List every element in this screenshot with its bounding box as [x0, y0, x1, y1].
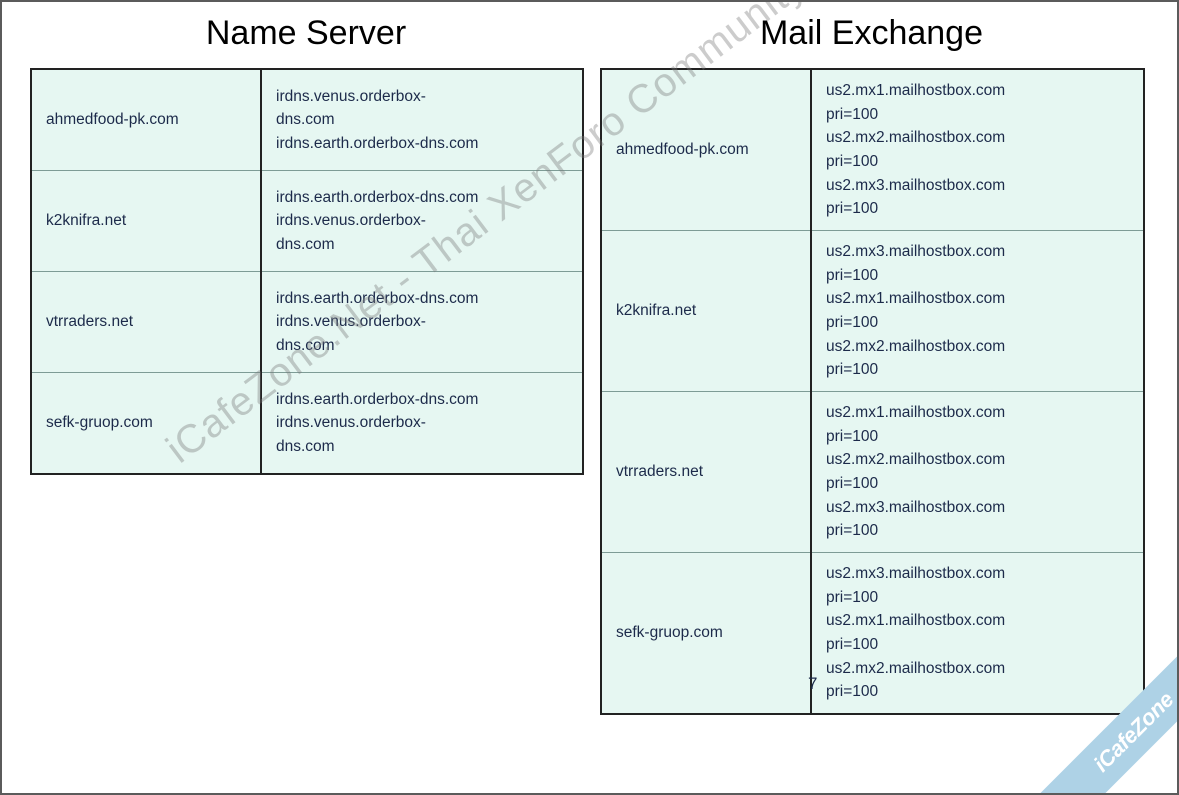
name-server-table: ahmedfood-pk.com irdns.venus.orderbox- d… — [30, 68, 584, 475]
record-line: us2.mx2.mailhostbox.com — [826, 451, 1006, 469]
record-line: us2.mx3.mailhostbox.com — [826, 176, 1006, 194]
record-line: irdns.venus.orderbox- — [276, 87, 426, 105]
table-row: k2knifra.net irdns.earth.orderbox-dns.co… — [30, 170, 584, 272]
domain-cell: k2knifra.net — [30, 170, 262, 272]
record-line: irdns.earth.orderbox-dns.com — [276, 188, 479, 206]
table-row: sefk-gruop.com irdns.earth.orderbox-dns.… — [30, 372, 584, 475]
record-line: us2.mx3.mailhostbox.com — [826, 243, 1006, 261]
name-server-panel: Name Server ahmedfood-pk.com irdns.venus… — [30, 14, 584, 475]
records-cell: irdns.earth.orderbox-dns.com irdns.venus… — [260, 372, 584, 475]
record-line: pri=100 — [826, 522, 879, 540]
domain-cell: vtrraders.net — [30, 271, 262, 373]
record-line: us2.mx1.mailhostbox.com — [826, 82, 1006, 100]
table-row: vtrraders.net us2.mx1.mailhostbox.com pr… — [600, 391, 1145, 553]
domain-cell: sefk-gruop.com — [600, 552, 812, 715]
record-line: dns.com — [276, 336, 335, 354]
records-cell: us2.mx1.mailhostbox.com pri=100 us2.mx2.… — [810, 68, 1145, 231]
record-line: pri=100 — [826, 683, 879, 701]
records-cell: us2.mx3.mailhostbox.com pri=100 us2.mx1.… — [810, 230, 1145, 392]
mail-exchange-title: Mail Exchange — [759, 14, 983, 52]
record-line: us2.mx3.mailhostbox.com — [826, 565, 1006, 583]
record-line: pri=100 — [826, 588, 879, 606]
record-line: dns.com — [276, 235, 335, 253]
table-row: k2knifra.net us2.mx3.mailhostbox.com pri… — [600, 230, 1145, 392]
domain-cell: ahmedfood-pk.com — [600, 68, 812, 231]
mail-exchange-panel: Mail Exchange ahmedfood-pk.com us2.mx1.m… — [600, 14, 1145, 715]
record-line: irdns.earth.orderbox-dns.com — [276, 134, 479, 152]
record-line: dns.com — [276, 437, 335, 455]
mail-exchange-table: ahmedfood-pk.com us2.mx1.mailhostbox.com… — [600, 68, 1145, 715]
records-cell: irdns.venus.orderbox- dns.com irdns.eart… — [260, 68, 584, 171]
record-line: irdns.venus.orderbox- — [276, 414, 426, 432]
table-row: sefk-gruop.com us2.mx3.mailhostbox.com p… — [600, 552, 1145, 715]
domain-cell: sefk-gruop.com — [30, 372, 262, 475]
record-line: pri=100 — [826, 427, 879, 445]
record-line: us2.mx2.mailhostbox.com — [826, 659, 1006, 677]
record-line: us2.mx3.mailhostbox.com — [826, 498, 1006, 516]
record-line: pri=100 — [826, 475, 879, 492]
record-line: irdns.earth.orderbox-dns.com — [276, 289, 479, 307]
record-line: pri=100 — [826, 200, 879, 218]
record-line: irdns.venus.orderbox- — [276, 212, 426, 230]
records-cell: us2.mx3.mailhostbox.com pri=100 us2.mx1.… — [810, 552, 1145, 715]
table-row: ahmedfood-pk.com us2.mx1.mailhostbox.com… — [600, 68, 1145, 231]
domain-cell: ahmedfood-pk.com — [30, 68, 262, 171]
table-row: vtrraders.net irdns.earth.orderbox-dns.c… — [30, 271, 584, 373]
record-line: pri=100 — [826, 266, 879, 284]
record-line: dns.com — [276, 111, 335, 129]
domain-cell: vtrraders.net — [600, 391, 812, 553]
domain-cell: k2knifra.net — [600, 230, 812, 392]
records-cell: irdns.earth.orderbox-dns.com irdns.venus… — [260, 170, 584, 272]
record-line: us2.mx2.mailhostbox.com — [826, 337, 1006, 355]
record-line: pri=100 — [826, 636, 879, 653]
record-line: us2.mx1.mailhostbox.com — [826, 612, 1006, 630]
table-row: ahmedfood-pk.com irdns.venus.orderbox- d… — [30, 68, 584, 171]
record-line: irdns.venus.orderbox- — [276, 313, 426, 331]
record-line: us2.mx2.mailhostbox.com — [826, 129, 1006, 147]
record-line: pri=100 — [826, 314, 879, 331]
record-line: us2.mx1.mailhostbox.com — [826, 404, 1006, 422]
records-cell: irdns.earth.orderbox-dns.com irdns.venus… — [260, 271, 584, 373]
record-line: pri=100 — [826, 361, 879, 379]
record-line: pri=100 — [826, 105, 879, 123]
name-server-title: Name Server — [205, 14, 407, 52]
record-line: us2.mx1.mailhostbox.com — [826, 290, 1006, 308]
record-line: pri=100 — [826, 153, 879, 170]
records-cell: us2.mx1.mailhostbox.com pri=100 us2.mx2.… — [810, 391, 1145, 553]
record-line: irdns.earth.orderbox-dns.com — [276, 390, 479, 408]
